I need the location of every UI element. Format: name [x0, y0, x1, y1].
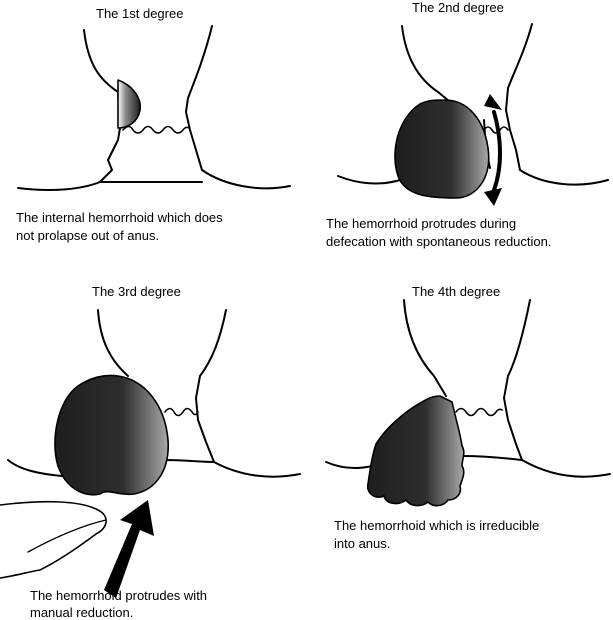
panel-2-illustration — [338, 24, 608, 198]
panel-2-title: The 2nd degree — [412, 0, 504, 15]
anal-wall-left-lower — [8, 460, 62, 476]
panel-1-illustration — [18, 26, 290, 190]
anal-wall-right — [196, 310, 300, 477]
movement-arrow-head-up — [484, 94, 502, 110]
anal-wall-right — [186, 26, 290, 188]
hemorrhoid-2nd — [395, 100, 489, 198]
panel-1-title: The 1st degree — [96, 6, 183, 21]
movement-arrow-head-down — [484, 188, 502, 206]
anal-wall-right — [506, 24, 608, 185]
anal-wall-left — [98, 310, 128, 376]
rectal-mucosa-wave — [123, 127, 189, 134]
panel-1-caption-line-1: The internal hemorrhoid which does — [16, 210, 223, 225]
panel-1-caption-line-2: not prolapse out of anus. — [16, 228, 159, 243]
panel-2-caption-line-1: The hemorrhoid protrudes during — [326, 216, 516, 231]
anal-canal-floor — [462, 456, 522, 460]
manual-reduction-arrow — [104, 500, 154, 598]
panel-3-illustration — [0, 310, 300, 578]
anal-wall-left — [402, 26, 460, 110]
anal-wall-left-lower — [338, 176, 400, 183]
panel-4-illustration — [326, 300, 610, 506]
panel-2-caption-line-2: defecation with spontaneous reduction. — [326, 234, 552, 249]
hemorrhoid-4th — [368, 396, 464, 506]
hemorrhoid-3rd — [55, 375, 168, 494]
anal-canal-floor — [165, 460, 214, 462]
panel-3-title: The 3rd degree — [92, 284, 181, 299]
rectal-mucosa-wave — [165, 409, 198, 416]
rectal-mucosa-wave — [456, 409, 502, 416]
anal-wall-left-lower — [326, 462, 372, 468]
movement-arrow-shaft — [494, 112, 500, 190]
panel-4-title: The 4th degree — [412, 284, 500, 299]
anal-wall-left — [404, 300, 446, 396]
anal-wall-left — [18, 30, 120, 190]
panel-3-caption-line-2: manual reduction. — [30, 605, 133, 620]
panel-4-caption-line-2: into anus. — [334, 536, 390, 551]
anal-wall-right — [504, 300, 610, 477]
panel-4-caption-line-1: The hemorrhoid which is irreducible — [334, 518, 539, 533]
panel-3-caption-line-1: The hemorrhoid protrudes with — [30, 588, 207, 603]
hemorrhoid-1st — [118, 80, 140, 128]
